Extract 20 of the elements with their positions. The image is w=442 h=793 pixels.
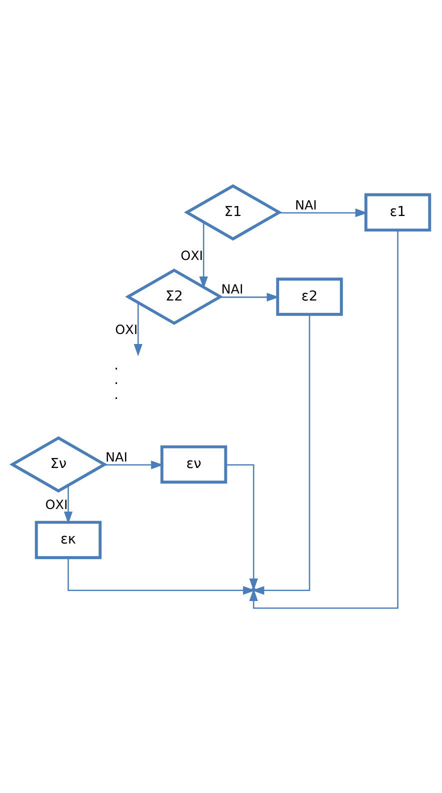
edge-label: ΟΧΙ (115, 322, 138, 338)
arrow (134, 302, 142, 356)
node-text: . . . (114, 357, 118, 402)
node-diamond: Σ1 (184, 184, 282, 240)
arrow (104, 460, 164, 469)
edge-label: ΝΑΙ (221, 282, 244, 298)
arrow (278, 208, 368, 217)
edge-label: ΟΧΙ (45, 498, 68, 513)
node-box: εκ (34, 520, 102, 559)
edge-label: ΝΑΙ (106, 450, 128, 465)
node-diamond: Σν (9, 436, 108, 492)
arrow (220, 292, 280, 301)
edge-label: ΝΑΙ (294, 198, 317, 213)
node-box: εν (160, 444, 228, 484)
arrow (64, 485, 73, 524)
arrow (199, 222, 208, 288)
edge-label: ΟΧΙ (180, 248, 204, 264)
node-box: ε2 (276, 277, 343, 316)
node-diamond: Σ2 (125, 268, 224, 324)
node-box: ε1 (364, 192, 432, 232)
